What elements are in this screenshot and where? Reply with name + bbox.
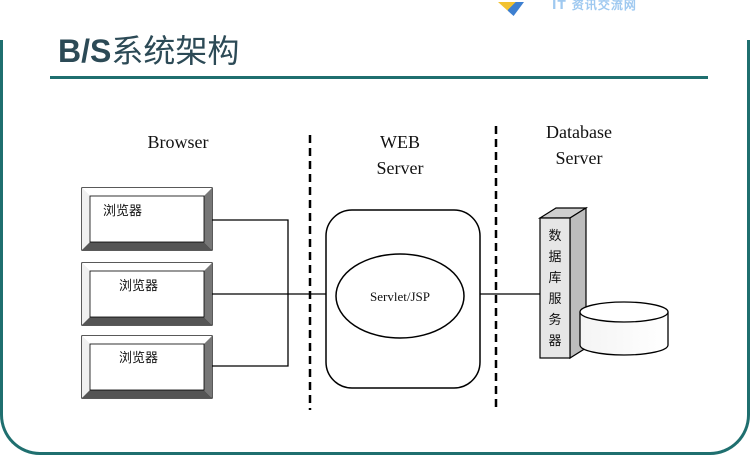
db-server-char-6: 器 (548, 334, 561, 349)
browser-label-2: 浏览器 (119, 278, 158, 294)
column-label-web-line2: Server (377, 158, 424, 178)
page-title-cjk: 系统架构 (111, 32, 240, 70)
slide-frame-right (690, 40, 750, 455)
browser-box-2: 浏览器 (81, 262, 213, 326)
db-server-char-3: 库 (548, 270, 561, 286)
page-title-latin: B/S (58, 33, 112, 69)
column-label-db-line2: Server (556, 148, 603, 168)
database-cylinder-icon (579, 301, 669, 356)
db-server-char-1: 数 (548, 229, 561, 244)
servlet-jsp-label: Servlet/JSP (370, 289, 430, 304)
title-divider (50, 76, 708, 79)
column-label-db-line1: Database (546, 122, 612, 142)
page-title: B/S系统架构 (58, 30, 239, 72)
servlet-jsp-ellipse (335, 253, 465, 339)
column-label-browser: Browser (148, 132, 209, 152)
browser-label-3: 浏览器 (119, 350, 158, 366)
site-logo: IT 资讯交流网 (498, 0, 698, 18)
browser-bus-line (212, 219, 289, 367)
logo-text: IT 资讯交流网 (552, 0, 637, 12)
browser-box-3: 浏览器 (81, 335, 213, 399)
db-server-char-5: 务 (548, 312, 561, 328)
db-server-tower: 数 据 库 服 务 器 (537, 206, 589, 360)
slide-frame-left (0, 40, 60, 455)
db-server-char-4: 服 (548, 292, 561, 307)
slide-frame-bottom (40, 452, 710, 455)
db-server-char-2: 据 (548, 250, 561, 265)
browser-box-1: 浏览器 (81, 187, 213, 251)
column-label-web-line1: WEB (380, 132, 420, 152)
browser-label-1: 浏览器 (103, 203, 142, 219)
